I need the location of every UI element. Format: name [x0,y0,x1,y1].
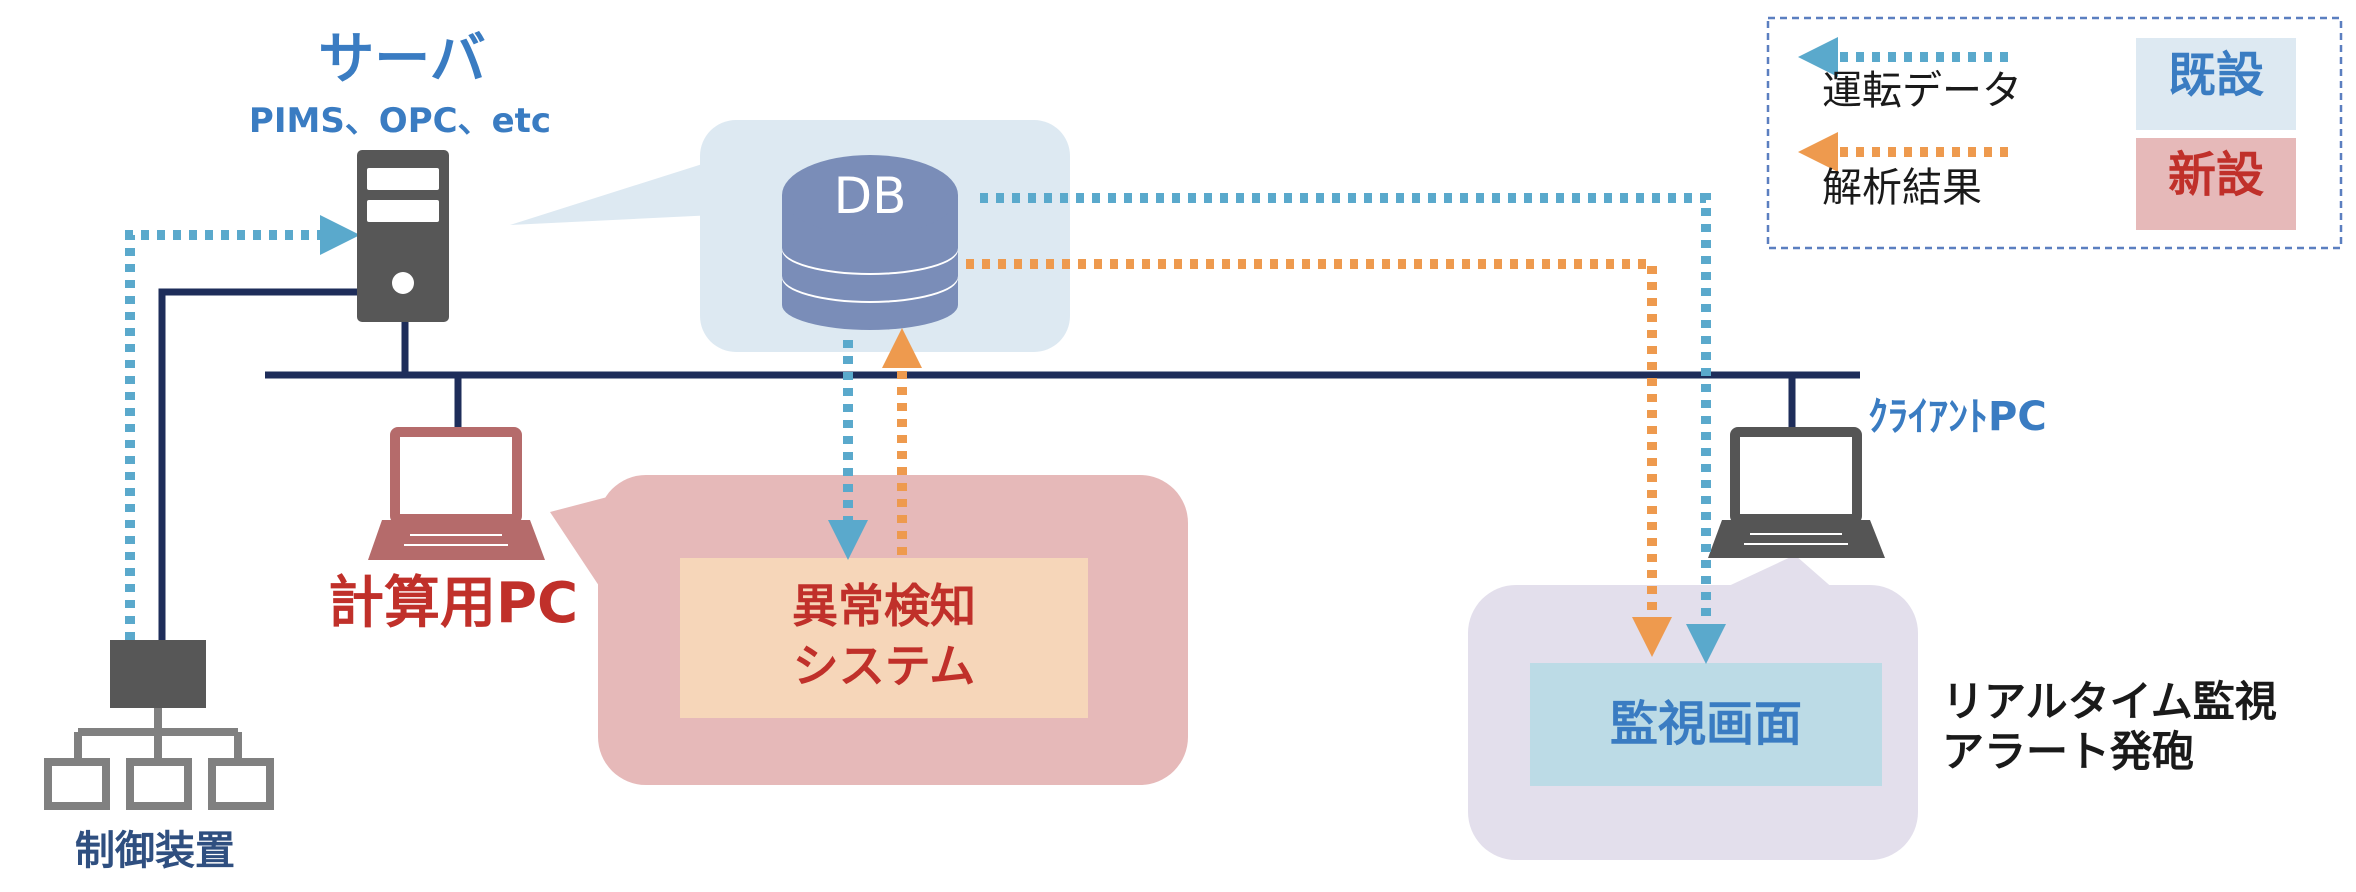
operation-data-arrow-control [125,215,360,640]
anomaly-system-line2: システム [792,639,976,693]
control-device-icon [44,640,274,810]
server-icon [357,150,449,322]
db-label: DB [833,167,907,225]
server-subtitle: PIMS、OPC、etc [248,101,552,141]
server-title: サーバ [318,27,486,92]
control-device-label: 制御装置 [75,828,235,874]
client-pc-label: ｸﾗｲｱﾝﾄPC [1868,394,2047,440]
legend-new-swatch [2136,138,2296,230]
analysis-arrow-db-to-monitor [966,259,1672,657]
calc-pc-laptop-icon [368,427,545,560]
realtime-note-line2: アラート発砲 [1942,727,2195,776]
legend-frame [1766,16,2343,250]
legend-existing-swatch [2136,38,2296,130]
operation-data-arrow-db-to-monitor [980,193,1726,664]
legend-analysis-label: 解析結果 [1822,165,1982,211]
anomaly-system-line1: 異常検知 [792,579,976,633]
anomaly-system-box [680,558,1088,718]
client-pc-laptop-icon [1708,427,1885,558]
realtime-note-line1: リアルタイム監視 [1942,677,2277,726]
legend-existing-label: 既設 [2167,47,2264,103]
calc-pc-label: 計算用PC [328,571,579,636]
legend-operation-label: 運転データ [1822,68,2022,114]
legend-new-label: 新設 [2167,147,2264,203]
database-icon [782,155,958,330]
monitor-screen-box [1530,663,1882,786]
monitor-screen-label: 監視画面 [1609,696,1802,752]
network-lines [158,288,1860,645]
